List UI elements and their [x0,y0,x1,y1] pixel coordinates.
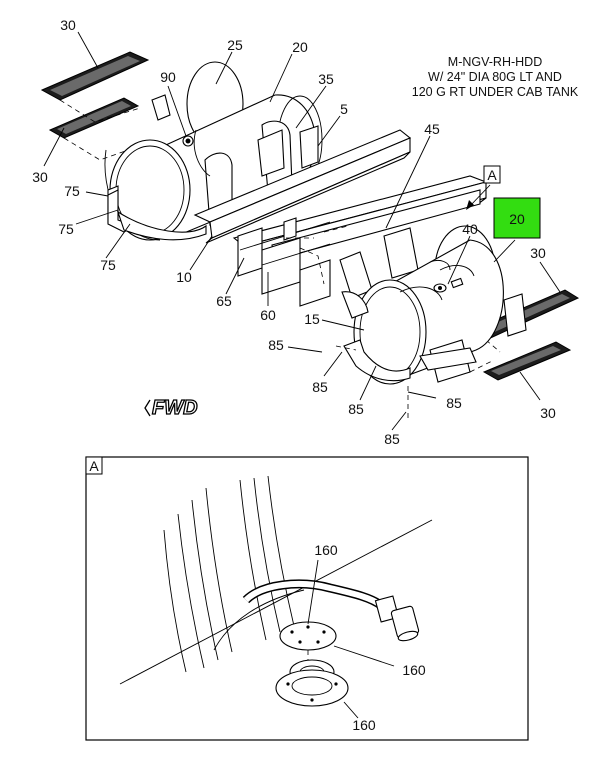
detail-leader-1 [307,559,319,625]
step-guide-3 [485,339,501,353]
left-mount-brackets[interactable] [107,94,319,223]
frame-rail-upper[interactable] [193,129,412,244]
highlight-box[interactable] [493,197,541,239]
callout-20-left: 20 [292,39,308,55]
callout-160-a: 160 [314,542,338,558]
detail-gasket-top[interactable] [279,621,337,651]
callout-5: 5 [340,101,348,117]
step-left[interactable] [48,97,140,139]
right-tank-shields[interactable] [343,339,477,382]
detail-tank-surface [119,475,433,685]
callout-45: 45 [424,121,440,137]
callout-60: 60 [260,307,276,323]
center-guide-1 [299,247,325,285]
detail-leader-2 [333,645,395,667]
step-top-left[interactable] [40,51,150,101]
right-tank[interactable] [339,225,504,385]
detail-leader-3 [343,701,359,719]
callout-65: 65 [216,293,232,309]
callout-15: 15 [304,311,320,327]
callout-85-e: 85 [384,431,400,447]
detail-gasket-bottom[interactable] [275,669,349,707]
callout-30-right-bottom: 30 [540,405,556,421]
shield-guide-3 [469,359,495,373]
fwd-label: FWD [152,397,198,419]
title-line-3: 120 G RT UNDER CAB TANK [412,85,579,99]
step-right-bottom[interactable] [482,341,572,381]
callout-90: 90 [160,69,176,85]
highlight-box-label: 20 [509,211,525,227]
callout-30-right-top: 30 [530,245,546,261]
callout-35: 35 [318,71,334,87]
detail-panel-label: A [89,458,99,474]
callout-labels: 30 25 20 90 35 5 30 75 75 75 10 45 65 60… [32,17,556,447]
frame-rail-lower[interactable] [232,175,488,270]
center-guide-3 [323,225,349,233]
callout-75-a: 75 [64,183,80,199]
step-guide-1 [59,99,141,123]
center-crossmember[interactable] [237,217,331,307]
callout-85-a: 85 [268,337,284,353]
callout-25: 25 [227,37,243,53]
callout-40: 40 [462,221,478,237]
fwd-indicator: FWD [144,396,198,420]
left-tank-shields[interactable] [107,189,207,241]
shield-guide-1 [335,345,357,351]
callout-75-c: 75 [100,257,116,273]
callout-160-b: 160 [402,662,426,678]
callout-85-d: 85 [446,395,462,411]
callout-160-c: 160 [352,717,376,733]
title-block: M-NGV-RH-HDD W/ 24" DIA 80G LT AND 120 G… [412,55,579,99]
fwd-arrow-icon [144,399,151,417]
callout-30-top: 30 [60,17,76,33]
detail-panel: A [85,456,529,741]
detail-ref-box[interactable] [483,165,501,184]
leader-lines [43,31,561,431]
detail-fuel-line [242,579,420,642]
callout-10: 10 [176,269,192,285]
title-line-2: W/ 24" DIA 80G LT AND [428,70,562,84]
callout-85-c: 85 [348,401,364,417]
left-tank[interactable] [104,61,323,241]
title-line-1: M-NGV-RH-HDD [448,55,542,69]
callout-85-b: 85 [312,379,328,395]
detail-ref-arrowhead [466,200,474,210]
callout-30-left: 30 [32,169,48,185]
detail-ref-arrow-line [469,184,491,207]
callout-75-b: 75 [58,221,74,237]
detail-panel-tag [85,456,103,475]
step-guide-2 [63,137,129,161]
detail-ref-label: A [487,167,497,183]
